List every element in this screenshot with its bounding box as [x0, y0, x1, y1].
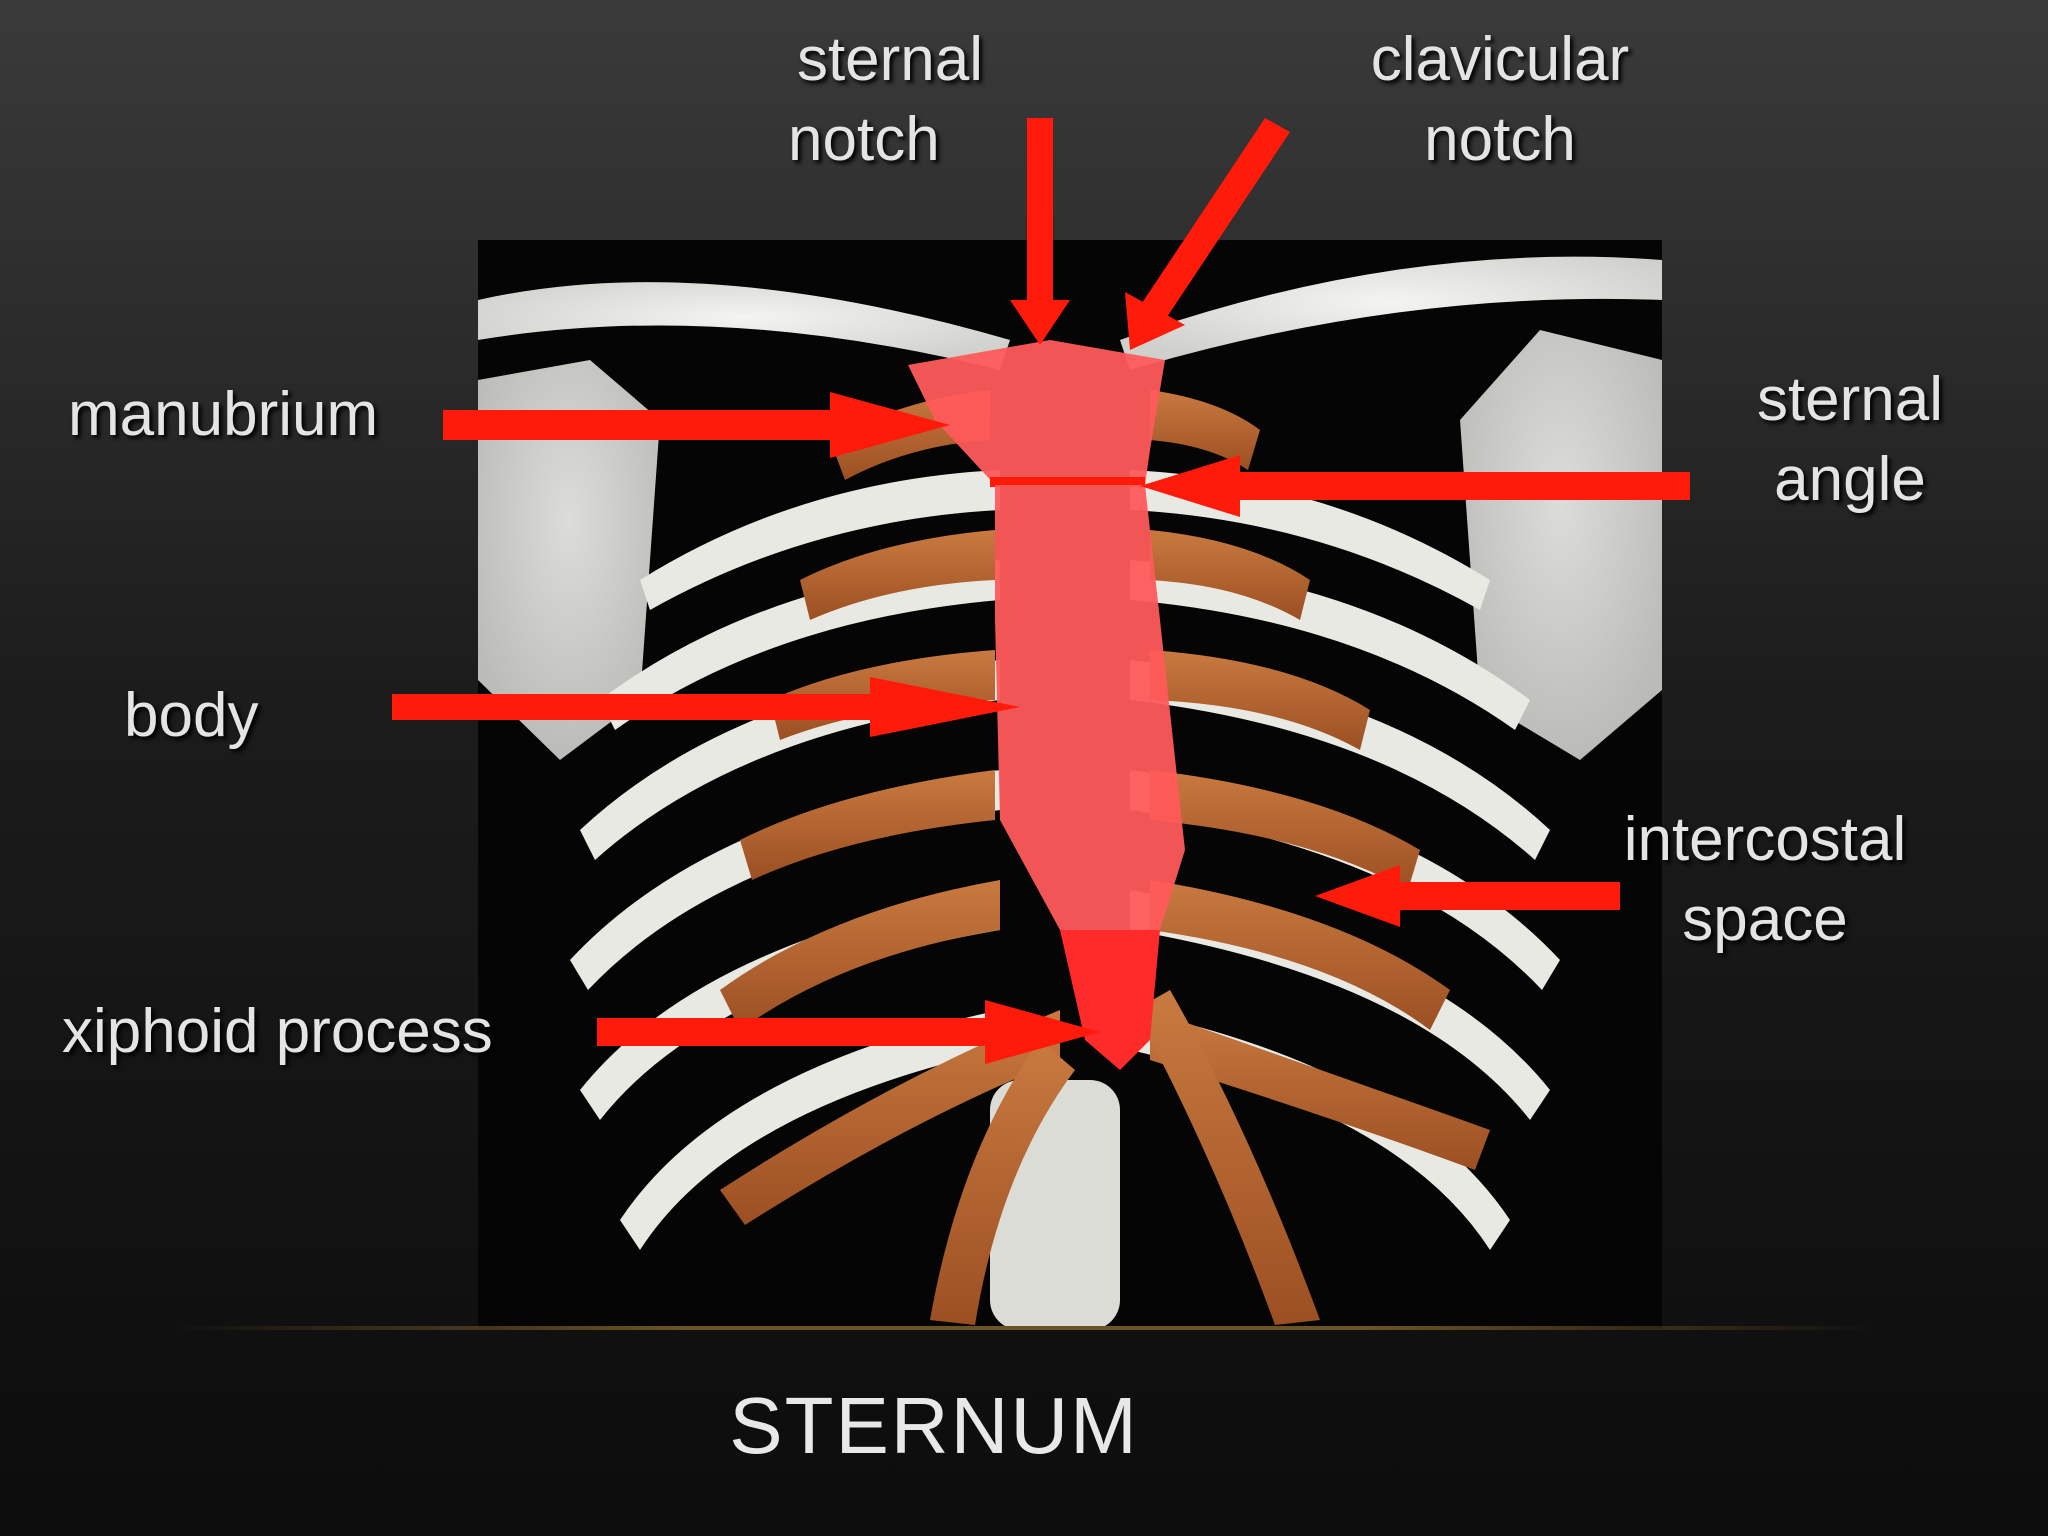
body-arrow — [392, 677, 1020, 737]
right-clavicle — [1120, 256, 1662, 370]
left-clavicle — [478, 282, 1010, 370]
body-overlay — [995, 485, 1185, 930]
right-scapula — [1460, 330, 1662, 760]
label-body: body — [124, 681, 259, 750]
sternal-notch-arrow — [1010, 118, 1070, 345]
xiphoid-process-arrow — [597, 1000, 1100, 1064]
label-sternal-notch-line2: notch — [788, 105, 940, 174]
label-intercostal-space: intercostal space — [1600, 800, 1930, 960]
label-sternal-notch: sternal notch — [770, 20, 1010, 180]
intercostal-space-arrow — [1315, 865, 1620, 927]
arrows — [392, 118, 1690, 1064]
label-intercostal-space-line1: intercostal — [1623, 805, 1907, 874]
slide-title: STERNUM — [729, 1381, 1139, 1470]
title-divider — [170, 1326, 1880, 1330]
skeleton-photo — [478, 240, 1662, 1330]
clavicular-notch-arrow — [1125, 118, 1290, 350]
label-sternal-notch-line1: sternal — [796, 25, 984, 94]
label-xiphoid-process: xiphoid process — [62, 997, 493, 1066]
label-intercostal-space-line2: space — [1682, 885, 1848, 954]
label-sternal-angle-line1: sternal — [1756, 365, 1944, 434]
left-scapula — [478, 360, 660, 760]
label-clavicular-notch-line1: clavicular — [1370, 25, 1630, 94]
right-costal-cartilages — [1135, 390, 1490, 1325]
label-sternal-angle: sternal angle — [1730, 360, 1970, 520]
manubrium-arrow — [443, 392, 950, 458]
label-clavicular-notch: clavicular notch — [1340, 20, 1660, 180]
label-clavicular-notch-line2: notch — [1424, 105, 1576, 174]
manubrium-overlay — [908, 340, 1165, 485]
sternal-angle-arrow — [1140, 455, 1690, 517]
label-sternal-angle-line2: angle — [1774, 445, 1926, 514]
label-manubrium: manubrium — [68, 380, 379, 449]
